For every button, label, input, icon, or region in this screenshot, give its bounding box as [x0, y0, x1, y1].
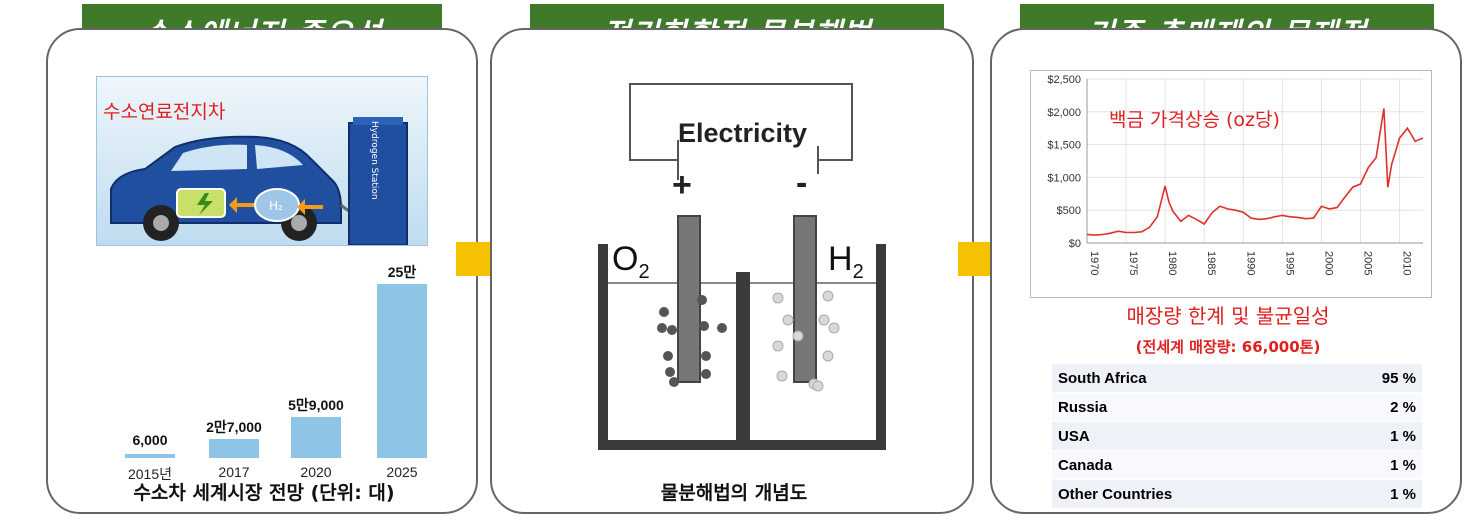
- car-label: 수소연료전지차: [103, 101, 226, 123]
- reserves-country: Canada: [1052, 450, 1260, 480]
- reserves-share: 1 %: [1260, 450, 1422, 480]
- panel-catalyst-problems: $0 $500 $1,000 $1,500 $2,000 $2,500 1970 1975 19…: [990, 28, 1462, 514]
- y-tick-label: $0: [1069, 238, 1081, 250]
- y-tick-label: $2,500: [1047, 74, 1081, 86]
- market-bar-category-label: 2017: [218, 464, 250, 480]
- platinum-price-line-chart: $0 $500 $1,000 $1,500 $2,000 $2,500 1970 1975 19…: [1047, 74, 1424, 275]
- electrolysis-diagram: [598, 83, 886, 450]
- hydrogen-car-market-chart: 6,000 2015년 2만7,000 2017 5만9,000 2020 25만 2025: [88, 248, 448, 482]
- reserves-country: USA: [1052, 421, 1260, 451]
- market-bar-value-label: 2만7,000: [206, 419, 262, 436]
- price-chart-title: 백금 가격상승 (oz당): [1109, 109, 1280, 131]
- reserves-share: 95 %: [1260, 364, 1422, 393]
- market-bar-category-label: 2025: [386, 464, 418, 480]
- car-icon: H₂: [110, 117, 408, 245]
- svg-text:H₂: H₂: [269, 199, 283, 213]
- x-tick-label: 2010: [1401, 251, 1413, 275]
- platinum-price-chart: $0 $500 $1,000 $1,500 $2,000 $2,500 1970 1975 19…: [1030, 70, 1432, 298]
- market-bar-value-label: 5만9,000: [288, 396, 344, 413]
- market-bar: [377, 284, 427, 458]
- o2-label: O2: [612, 240, 650, 283]
- station-label: Hydrogen Station: [369, 121, 379, 200]
- y-tick-label: $500: [1057, 205, 1081, 217]
- market-bar-category-label: 2015년: [127, 466, 173, 482]
- x-tick-label: 1980: [1166, 251, 1178, 275]
- market-bar-value-label: 25만: [387, 264, 417, 280]
- reserves-subtitle: 매장량 한계 및 불균일성: [1126, 304, 1330, 328]
- panel-hydrogen-importance: 수소연료전지차 H₂ Hydrogen Station 6,000 2015년 2만…: [46, 28, 478, 514]
- h2-label: H2: [828, 240, 864, 283]
- y-tick-label: $2,000: [1047, 107, 1081, 119]
- market-bar: [209, 439, 259, 458]
- y-tick-label: $1,500: [1047, 140, 1081, 152]
- reserves-country: Russia: [1052, 392, 1260, 422]
- y-tick-label: $1,000: [1047, 172, 1081, 184]
- x-tick-label: 1990: [1244, 251, 1256, 275]
- x-tick-label: 1970: [1088, 251, 1100, 275]
- market-bar: [291, 416, 341, 458]
- electricity-label: Electricity: [678, 118, 808, 148]
- panel-electrolysis: Electricity + - O2 H2 물분해법의 개념도: [490, 28, 974, 514]
- market-bar: [125, 453, 175, 458]
- x-tick-label: 1975: [1127, 251, 1139, 275]
- platinum-price-series-line: [1086, 108, 1424, 236]
- anode-plus-label: +: [672, 166, 692, 204]
- reserves-note: (전세계 매장량: 66,000톤): [1135, 338, 1321, 356]
- cathode-minus-label: -: [796, 164, 808, 202]
- market-bar-category-label: 2020: [300, 464, 332, 480]
- reserves-share: 2 %: [1260, 392, 1422, 422]
- hydrogen-car-illustration: 수소연료전지차 H₂ Hydrogen Station: [96, 76, 428, 246]
- x-tick-label: 1995: [1283, 251, 1295, 275]
- reserves-country: Other Countries: [1052, 479, 1260, 509]
- market-chart-caption: 수소차 세계시장 전망 (단위: 대): [133, 482, 395, 504]
- reserves-share: 1 %: [1260, 421, 1422, 451]
- reserves-share: 1 %: [1260, 479, 1422, 509]
- reserves-country: South Africa: [1052, 364, 1260, 393]
- electrolysis-caption: 물분해법의 개념도: [660, 482, 808, 504]
- market-bar-value-label: 6,000: [132, 431, 168, 448]
- x-tick-label: 2000: [1322, 251, 1334, 275]
- x-tick-label: 1985: [1205, 251, 1217, 275]
- x-tick-label: 2005: [1361, 251, 1373, 275]
